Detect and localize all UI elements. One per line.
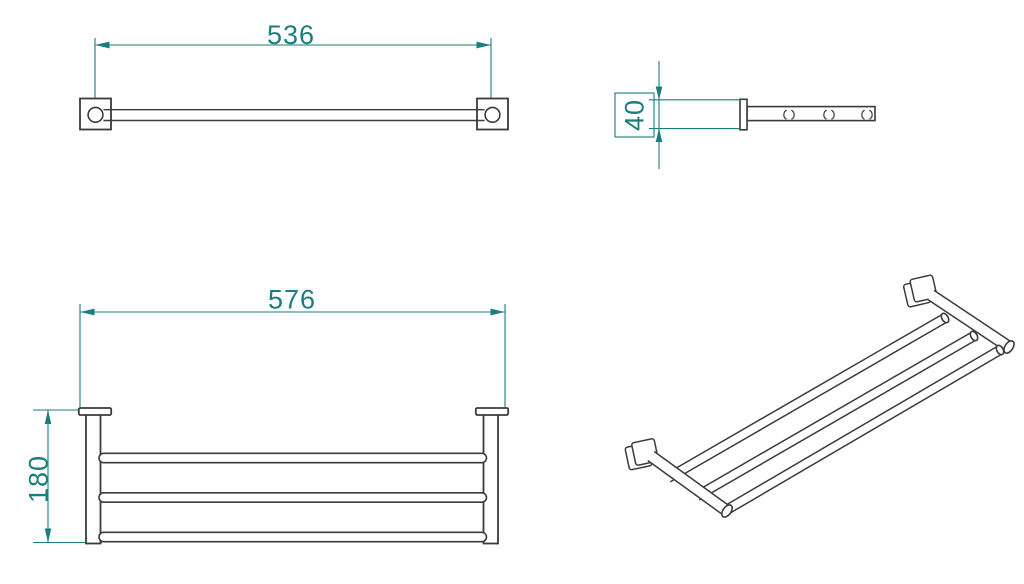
arrowhead-right-icon <box>490 308 505 316</box>
arrowhead-left-icon <box>80 308 95 316</box>
front-view: 576 180 <box>24 285 510 545</box>
bracket-side <box>739 98 876 131</box>
dimension-40: 40 <box>614 61 743 169</box>
post-left <box>85 413 102 545</box>
top-view: 536 <box>79 20 509 131</box>
flange-left <box>77 407 113 416</box>
wall-plate-right-iso <box>902 274 938 308</box>
bracket-arm-right-iso <box>927 289 1015 354</box>
bracket-arm-side <box>746 105 876 122</box>
bar-tangent-marks <box>783 109 873 120</box>
dimension-536: 536 <box>94 20 492 107</box>
post-right <box>482 413 499 545</box>
dimension-576: 576 <box>79 285 506 407</box>
arm-end-cap <box>721 504 733 518</box>
dimension-label: 536 <box>267 20 315 50</box>
side-view: 40 <box>614 61 876 169</box>
rack-front <box>77 407 510 545</box>
dimension-label: 180 <box>24 455 54 503</box>
arrowhead-down-icon <box>44 528 52 543</box>
mount-boss-right <box>484 106 501 124</box>
towel-bars-iso <box>665 313 1003 517</box>
arrowhead-left-icon <box>95 41 110 49</box>
towel-bar-end-caps <box>940 312 1005 356</box>
mount-boss-left <box>87 106 104 124</box>
arm-end-cap <box>1003 340 1015 354</box>
towel-bar-top <box>98 452 488 464</box>
isometric-view <box>624 274 1015 518</box>
flange-right <box>474 407 510 416</box>
towel-bar-middle <box>98 491 488 503</box>
dimension-text-frame <box>614 92 655 138</box>
dimension-label: 576 <box>268 285 316 315</box>
arrowhead-down-icon <box>655 86 663 100</box>
arrowhead-up-icon <box>655 128 663 142</box>
arrowhead-right-icon <box>476 41 491 49</box>
bracket-arm-left-iso <box>647 450 733 518</box>
arrowhead-up-icon <box>44 410 52 424</box>
towel-bar-bottom <box>98 531 488 543</box>
wall-plate-edge <box>739 98 748 131</box>
wall-bar-top <box>79 97 509 131</box>
dimension-label: 40 <box>620 99 650 131</box>
